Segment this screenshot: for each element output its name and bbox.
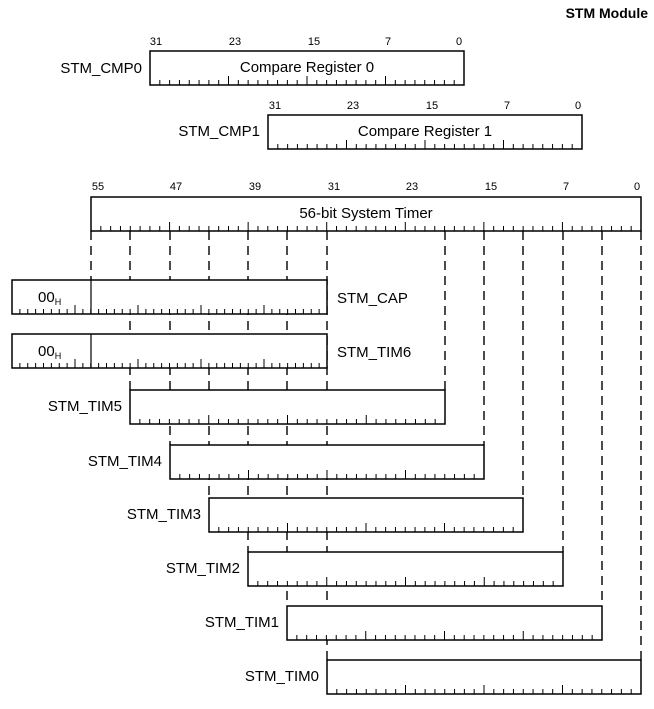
stm-tim6-label: STM_TIM6 (337, 344, 411, 361)
stm-cmp1-ticks (277, 140, 573, 149)
stm-tim5-register: STM_TIM5 (48, 389, 446, 425)
stm-cmp1-bit-7: 7 (504, 100, 510, 112)
stm-tim3-ticks (218, 523, 514, 532)
stm-tim0-register: STM_TIM0 (245, 659, 642, 695)
system-timer-bit-23: 23 (406, 181, 418, 193)
stm-tim2-register: STM_TIM2 (166, 551, 564, 587)
system-timer-register: 56-bit System Timer 55 47 39 31 23 15 7 … (90, 181, 642, 232)
stm-cmp1-register: STM_CMP1 Compare Register 1 31 23 15 7 0 (178, 100, 583, 150)
stm-cap-register: 00H STM_CAP (11, 279, 408, 315)
stm-cmp0-bit-23: 23 (229, 36, 241, 48)
stm-tim2-label: STM_TIM2 (166, 560, 240, 577)
stm-cmp0-bit-7: 7 (385, 36, 391, 48)
stm-tim0-box (326, 659, 642, 695)
stm-tim6-register: 00H STM_TIM6 (11, 333, 411, 369)
stm-cmp1-bit-31: 31 (269, 100, 281, 112)
stm-tim4-label: STM_TIM4 (88, 453, 162, 470)
system-timer-ticks (100, 222, 632, 231)
stm-tim1-register: STM_TIM1 (205, 605, 603, 641)
system-timer-bit-39: 39 (249, 181, 261, 193)
stm-cmp0-bit-15: 15 (308, 36, 320, 48)
stm-cmp0-bit-0: 0 (456, 36, 462, 48)
stm-tim3-label: STM_TIM3 (127, 506, 201, 523)
system-timer-bit-7: 7 (563, 181, 569, 193)
stm-tim3-register: STM_TIM3 (127, 497, 524, 533)
diagram-title: STM Module (566, 5, 649, 21)
system-timer-bit-0: 0 (634, 181, 640, 193)
stm-cmp1-bit-15: 15 (426, 100, 438, 112)
stm-tim1-label: STM_TIM1 (205, 614, 279, 631)
system-timer-bit-31: 31 (328, 181, 340, 193)
stm-tim0-label: STM_TIM0 (245, 668, 319, 685)
system-timer-bit-55: 55 (92, 181, 104, 193)
system-timer-box-text: 56-bit System Timer (299, 205, 432, 222)
stm-tim0-ticks (336, 685, 632, 694)
stm-cmp0-ticks (159, 76, 455, 85)
system-timer-bit-15: 15 (485, 181, 497, 193)
stm-cmp1-bit-23: 23 (347, 100, 359, 112)
stm-cmp0-label: STM_CMP0 (60, 60, 142, 77)
stm-cmp1-bit-0: 0 (575, 100, 581, 112)
stm-tim6-box (11, 333, 328, 369)
stm-tim1-ticks (296, 631, 593, 640)
stm-cmp0-bit-31: 31 (150, 36, 162, 48)
stm-tim2-ticks (257, 577, 554, 586)
stm-tim6-ticks (19, 359, 320, 368)
stm-tim6-prefix: 00H (38, 343, 61, 361)
stm-cap-box (11, 279, 328, 315)
stm-cmp0-box-text: Compare Register 0 (240, 59, 374, 76)
stm-tim5-label: STM_TIM5 (48, 398, 122, 415)
stm-cap-label: STM_CAP (337, 290, 408, 307)
stm-cmp1-label: STM_CMP1 (178, 123, 260, 140)
stm-tim4-ticks (179, 470, 475, 479)
stm-tim5-ticks (139, 415, 436, 424)
stm-cmp0-register: STM_CMP0 Compare Register 0 31 23 15 7 0 (60, 36, 465, 86)
stm-cap-prefix: 00H (38, 289, 61, 307)
stm-cap-ticks (19, 305, 320, 314)
system-timer-bit-47: 47 (170, 181, 182, 193)
stm-tim4-register: STM_TIM4 (88, 444, 485, 480)
stm-cmp1-box-text: Compare Register 1 (358, 123, 492, 140)
